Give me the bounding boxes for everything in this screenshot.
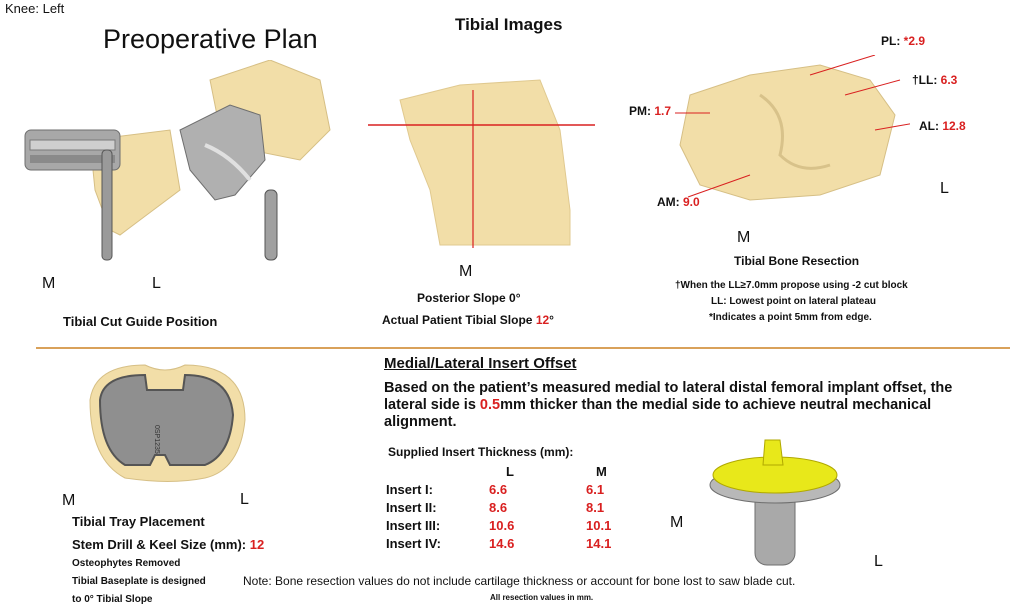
resection-note-3: *Indicates a point 5mm from edge. [709,312,872,323]
resection-m: M [737,229,751,246]
offset-text: Based on the patient’s measured medial t… [384,380,953,430]
ll-label: †LL: 6.3 [912,73,958,87]
baseplate-note-2: to 0° Tibial Slope [72,594,153,605]
stem-size: Stem Drill & Keel Size (mm): 12 [72,537,265,552]
tibial-slope-image [368,79,595,248]
insert-l: L [874,553,883,570]
table-row: Insert III: 10.6 10.1 [386,517,612,533]
table-row: Insert IV: 14.6 14.1 [386,535,612,551]
tray-caption: Tibial Tray Placement [72,514,205,529]
insert-table-header: L M [386,462,676,480]
table-row: Insert II: 8.6 8.1 [386,499,605,515]
insert-m: M [670,514,684,531]
tray-placement-image: 0SP1235 [89,364,246,482]
col-l-header: L [506,463,514,479]
knee-label: Knee: Left [5,1,65,16]
actual-slope: Actual Patient Tibial Slope 12° [382,313,554,327]
cut-guide-image [24,60,331,261]
baseplate-note-1: Tibial Baseplate is designed [72,576,206,587]
al-label: AL: 12.8 [919,119,966,133]
table-row: Insert I: 6.6 6.1 [386,481,605,497]
resection-note-2: LL: Lowest point on lateral plateau [711,296,877,307]
offset-title: Medial/Lateral Insert Offset [384,355,577,372]
pm-label: PM: 1.7 [629,104,672,118]
images-title: Tibial Images [455,15,563,34]
slope-m: M [459,263,473,280]
offset-value: 0.5 [479,397,501,413]
footer-units: All resection values in mm. [490,593,594,602]
plan-title: Preoperative Plan [103,24,318,54]
resection-title: Tibial Bone Resection [734,254,860,268]
tray-l: L [240,491,249,508]
tray-engraving: 0SP1235 [153,425,160,454]
osteophytes-note: Osteophytes Removed [72,558,181,569]
pl-label: PL: *2.9 [881,34,926,48]
tray-m: M [62,492,76,509]
footer-note: Note: Bone resection values do not inclu… [243,574,796,588]
insert-image [709,439,841,566]
posterior-slope: Posterior Slope 0° [417,291,521,305]
resection-l: L [940,180,949,197]
resection-bone-image [675,55,910,201]
cut-guide-m: M [42,275,56,292]
supplied-title: Supplied Insert Thickness (mm): [388,445,574,459]
cut-guide-caption: Tibial Cut Guide Position [63,314,218,329]
resection-note-1: †When the LL≥7.0mm propose using -2 cut … [675,280,908,291]
am-label: AM: 9.0 [657,195,700,209]
section-divider [36,347,1010,349]
col-m-header: M [596,463,607,479]
cut-guide-l: L [152,275,161,292]
insert-table: L M Insert I: 6.6 6.1 Insert II: 8.6 8.1… [386,462,676,552]
actual-slope-value: 12 [535,313,550,327]
